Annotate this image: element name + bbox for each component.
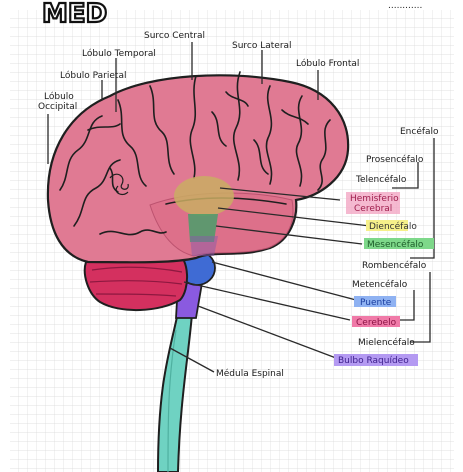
label-prosencefalo: Prosencéfalo bbox=[366, 154, 424, 165]
corner-text: ............ bbox=[388, 1, 422, 11]
label-surco-lateral: Surco Lateral bbox=[232, 41, 292, 51]
label-medula-espinal: Médula Espinal bbox=[216, 368, 284, 379]
label-metencefalo: Metencéfalo bbox=[352, 279, 408, 290]
label-hemisferio-line2: Cerebral bbox=[354, 204, 392, 214]
label-telencefalo: Telencéfalo bbox=[355, 174, 407, 185]
label-lobulo-occipital-line2: Occipital bbox=[38, 102, 77, 112]
label-lobulo-occipital-line1: Lóbulo bbox=[44, 91, 74, 102]
logo-text: MED bbox=[42, 0, 107, 29]
label-diencefalo: Diencéfalo bbox=[369, 221, 417, 232]
label-lobulo-temporal: Lóbulo Temporal bbox=[82, 48, 156, 59]
label-bulbo-raquideo: Bulbo Raquídeo bbox=[338, 356, 409, 366]
diencephalon bbox=[174, 176, 234, 216]
label-lobulo-frontal: Lóbulo Frontal bbox=[296, 58, 359, 69]
label-surco-central: Surco Central bbox=[144, 31, 205, 41]
label-puente: Puente bbox=[360, 298, 392, 308]
label-mielencefalo: Mielencéfalo bbox=[358, 337, 415, 348]
label-lobulo-parietal: Lóbulo Parietal bbox=[60, 70, 126, 81]
label-cerebelo: Cerebelo bbox=[356, 318, 397, 328]
label-mesencefalo: Mesencéfalo bbox=[367, 239, 424, 250]
label-hemisferio-line1: Hemisferio bbox=[350, 194, 399, 204]
label-rombencefalo: Rombencéfalo bbox=[362, 260, 427, 271]
label-encefalo: Encéfalo bbox=[400, 126, 439, 137]
